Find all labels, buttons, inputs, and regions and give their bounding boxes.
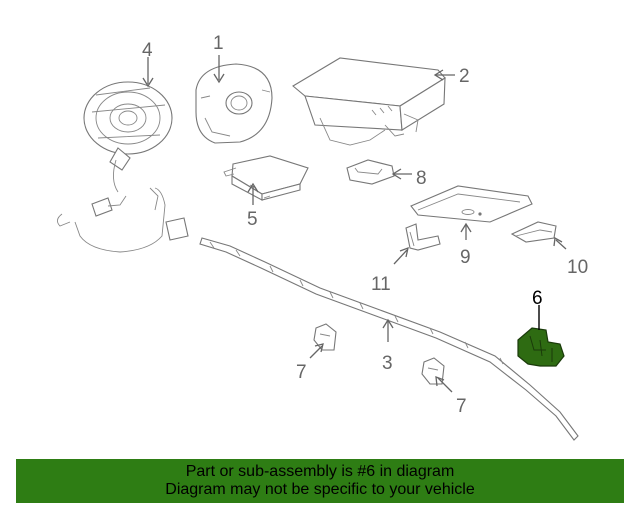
- label-part-4[interactable]: 4: [142, 40, 153, 61]
- arrow-11: [399, 246, 409, 258]
- leader-11: [393, 249, 408, 265]
- label-part-10[interactable]: 10: [567, 257, 588, 278]
- part-3-curtain-airbag: [199, 237, 579, 441]
- arrow-5: [247, 182, 259, 193]
- arrow-4: [142, 77, 154, 88]
- arrow-3: [382, 318, 394, 329]
- label-part-11[interactable]: 11: [371, 274, 391, 295]
- part-8-sensor: [346, 159, 395, 185]
- part-11-bracket: [405, 223, 441, 251]
- leader-10: [555, 239, 567, 250]
- part-4-clock-spring: [57, 81, 189, 253]
- label-part-7b[interactable]: 7: [456, 396, 467, 417]
- label-part-2[interactable]: 2: [459, 66, 470, 87]
- part-6-highlighted-sensor[interactable]: [517, 327, 565, 367]
- arrow-7a: [314, 343, 324, 353]
- info-banner: Part or sub-assembly is #6 in diagram Di…: [16, 459, 624, 503]
- parts-diagram: 4 1 2 5 8: [57, 33, 588, 441]
- leader-7a: [309, 345, 323, 359]
- label-part-7a[interactable]: 7: [296, 362, 307, 383]
- part-5-control-module: [223, 155, 309, 201]
- part-2-passenger-airbag: [292, 57, 446, 146]
- banner-line-1: Part or sub-assembly is #6 in diagram: [185, 463, 455, 480]
- label-part-6[interactable]: 6: [532, 288, 543, 309]
- arrow-2: [433, 69, 444, 81]
- label-part-9[interactable]: 9: [460, 247, 471, 268]
- part-7-sensor-left: [313, 323, 337, 351]
- banner-line-2: Diagram may not be specific to your vehi…: [165, 481, 475, 498]
- part-9-seat-mat: [410, 185, 533, 223]
- label-part-3[interactable]: 3: [382, 353, 393, 374]
- arrow-1: [213, 73, 225, 84]
- leader-7b: [437, 377, 453, 393]
- part-10-sensor: [510, 221, 557, 243]
- arrow-8: [391, 168, 402, 180]
- arrow-10: [553, 236, 563, 247]
- label-part-1[interactable]: 1: [213, 33, 224, 54]
- arrow-9: [460, 222, 472, 233]
- label-part-5[interactable]: 5: [247, 209, 258, 230]
- label-part-8[interactable]: 8: [416, 168, 427, 189]
- part-1-driver-airbag: [195, 63, 273, 144]
- arrow-7b: [435, 376, 445, 387]
